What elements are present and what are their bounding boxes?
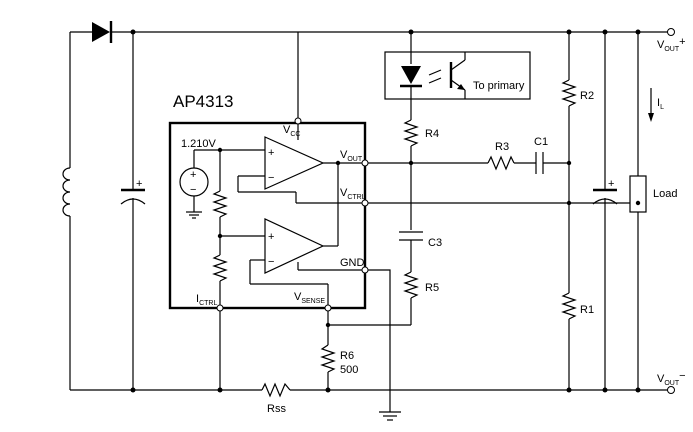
r4-label: R4 xyxy=(425,128,439,140)
resistor-r3: R3 xyxy=(487,141,536,171)
pin-vcc-label: VCC xyxy=(283,124,300,138)
opto-to-primary: To primary xyxy=(473,80,525,92)
r3-label: R3 xyxy=(495,141,509,153)
load-current-arrow: IL xyxy=(648,88,664,122)
transformer-secondary-winding xyxy=(62,32,71,390)
vout-positive-label: VOUT+ xyxy=(657,36,686,53)
resistor-r6: R6 500 xyxy=(320,344,358,390)
vref-label: 1.210V xyxy=(181,138,217,150)
vout-positive-terminal xyxy=(667,28,675,36)
il-label: IL xyxy=(657,97,664,111)
svg-text:−: − xyxy=(190,184,196,196)
optocoupler: To primary xyxy=(384,32,531,120)
resistor-r1: R1 xyxy=(561,292,594,390)
ic-title: AP4313 xyxy=(173,92,234,111)
resistor-r2: R2 xyxy=(561,32,594,293)
svg-text:−: − xyxy=(268,256,274,268)
svg-text:−: − xyxy=(268,172,274,184)
pin-ictrl xyxy=(216,304,224,312)
ic-ap4313: AP4313 VCC 1.210V + − + − xyxy=(168,32,369,312)
opamp-lower xyxy=(264,218,325,274)
load-label: Load xyxy=(653,188,677,200)
svg-text:+: + xyxy=(190,169,196,181)
input-cap-plus: + xyxy=(136,178,142,190)
pin-ictrl-label: ICTRL xyxy=(196,293,217,307)
output-diode xyxy=(92,21,113,43)
output-cap-plus: + xyxy=(608,178,614,190)
r5-label: R5 xyxy=(425,282,439,294)
capacitor-c3: C3 xyxy=(399,231,442,272)
rss-label: Rss xyxy=(267,403,286,415)
load-resistor: Load xyxy=(629,32,677,390)
input-capacitor: + xyxy=(120,32,146,390)
c1-label: C1 xyxy=(534,136,548,148)
resistor-r4: R4 xyxy=(403,119,439,230)
opamp-upper xyxy=(264,136,325,190)
pin-vsense xyxy=(324,304,332,312)
output-capacitor: + xyxy=(592,32,618,390)
r2-label: R2 xyxy=(580,90,594,102)
capacitor-c1: C1 xyxy=(534,136,569,174)
svg-text:+: + xyxy=(268,231,274,243)
pin-gnd-label: GND xyxy=(340,257,365,269)
c3-label: C3 xyxy=(428,237,442,249)
vout-negative-terminal xyxy=(667,386,675,394)
pin-vctrl-label: VCTRL xyxy=(340,187,366,201)
pin-vout xyxy=(361,159,369,167)
pin-vout-label: VOUT xyxy=(340,149,363,163)
vout-negative-label: VOUT− xyxy=(657,370,686,387)
r1-label: R1 xyxy=(580,304,594,316)
pin-vsense-label: VSENSE xyxy=(294,291,325,305)
svg-text:+: + xyxy=(268,147,274,159)
resistor-rss: Rss xyxy=(261,382,291,415)
resistor-r5: R5 xyxy=(403,271,439,325)
r6-label: R6 xyxy=(340,350,354,362)
r6-value: 500 xyxy=(340,364,358,376)
